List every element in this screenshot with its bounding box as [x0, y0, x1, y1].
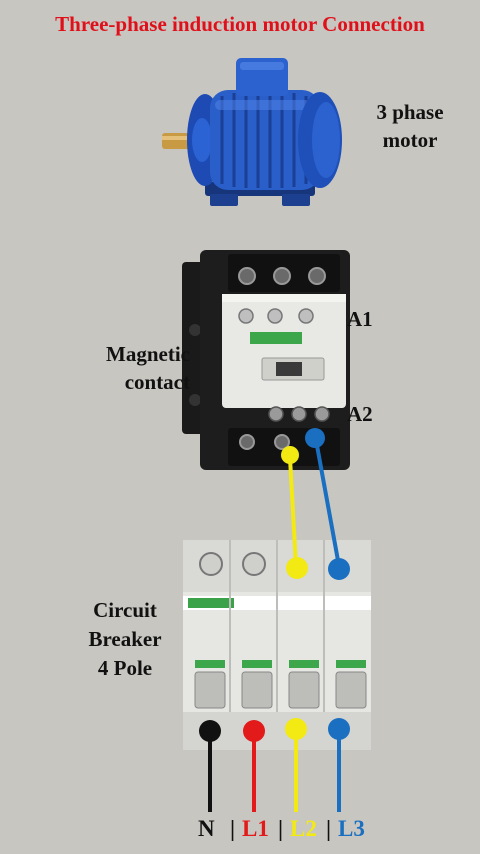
- legend-l3: L3: [338, 816, 365, 841]
- wires: [199, 428, 350, 812]
- coil-a2-label: A2: [347, 402, 373, 426]
- coil-a1-label: A1: [347, 307, 373, 331]
- legend-sep-3: |: [326, 816, 332, 841]
- wire-l2-contactor-terminal: [281, 446, 299, 464]
- wire-l3-contactor-terminal: [305, 428, 325, 448]
- motor-label-line1: 3 phase: [376, 100, 444, 124]
- motor-label-line2: motor: [382, 128, 438, 152]
- motor-illustration: [162, 58, 342, 206]
- contactor-label: Magnetic contact: [80, 340, 190, 396]
- legend-sep-2: |: [278, 816, 284, 841]
- wire-l3-breaker-terminal: [328, 558, 350, 580]
- contactor-label-line1: Magnetic: [106, 342, 190, 366]
- wire-l2-breaker-terminal: [286, 557, 308, 579]
- line-legend: N | L1 | L2 | L3: [0, 816, 480, 846]
- wire-n-terminal: [199, 720, 221, 742]
- wire-l2-terminal: [285, 718, 307, 740]
- page-title: Three-phase induction motor Connection: [55, 12, 425, 36]
- motor-label: 3 phase motor: [360, 98, 460, 154]
- legend-n: N: [198, 816, 215, 841]
- breaker-label: Circuit Breaker 4 Pole: [70, 596, 180, 683]
- legend-l2: L2: [290, 816, 317, 841]
- breaker-label-line2: Breaker: [88, 627, 162, 651]
- wire-l3-terminal: [328, 718, 350, 740]
- breaker-label-line1: Circuit: [93, 598, 157, 622]
- wire-l1-terminal: [243, 720, 265, 742]
- legend-sep-1: |: [230, 816, 236, 841]
- contactor-label-line2: contact: [124, 370, 190, 394]
- breaker-label-line3: 4 Pole: [97, 656, 153, 680]
- legend-l1: L1: [242, 816, 269, 841]
- contactor-illustration: [182, 250, 350, 470]
